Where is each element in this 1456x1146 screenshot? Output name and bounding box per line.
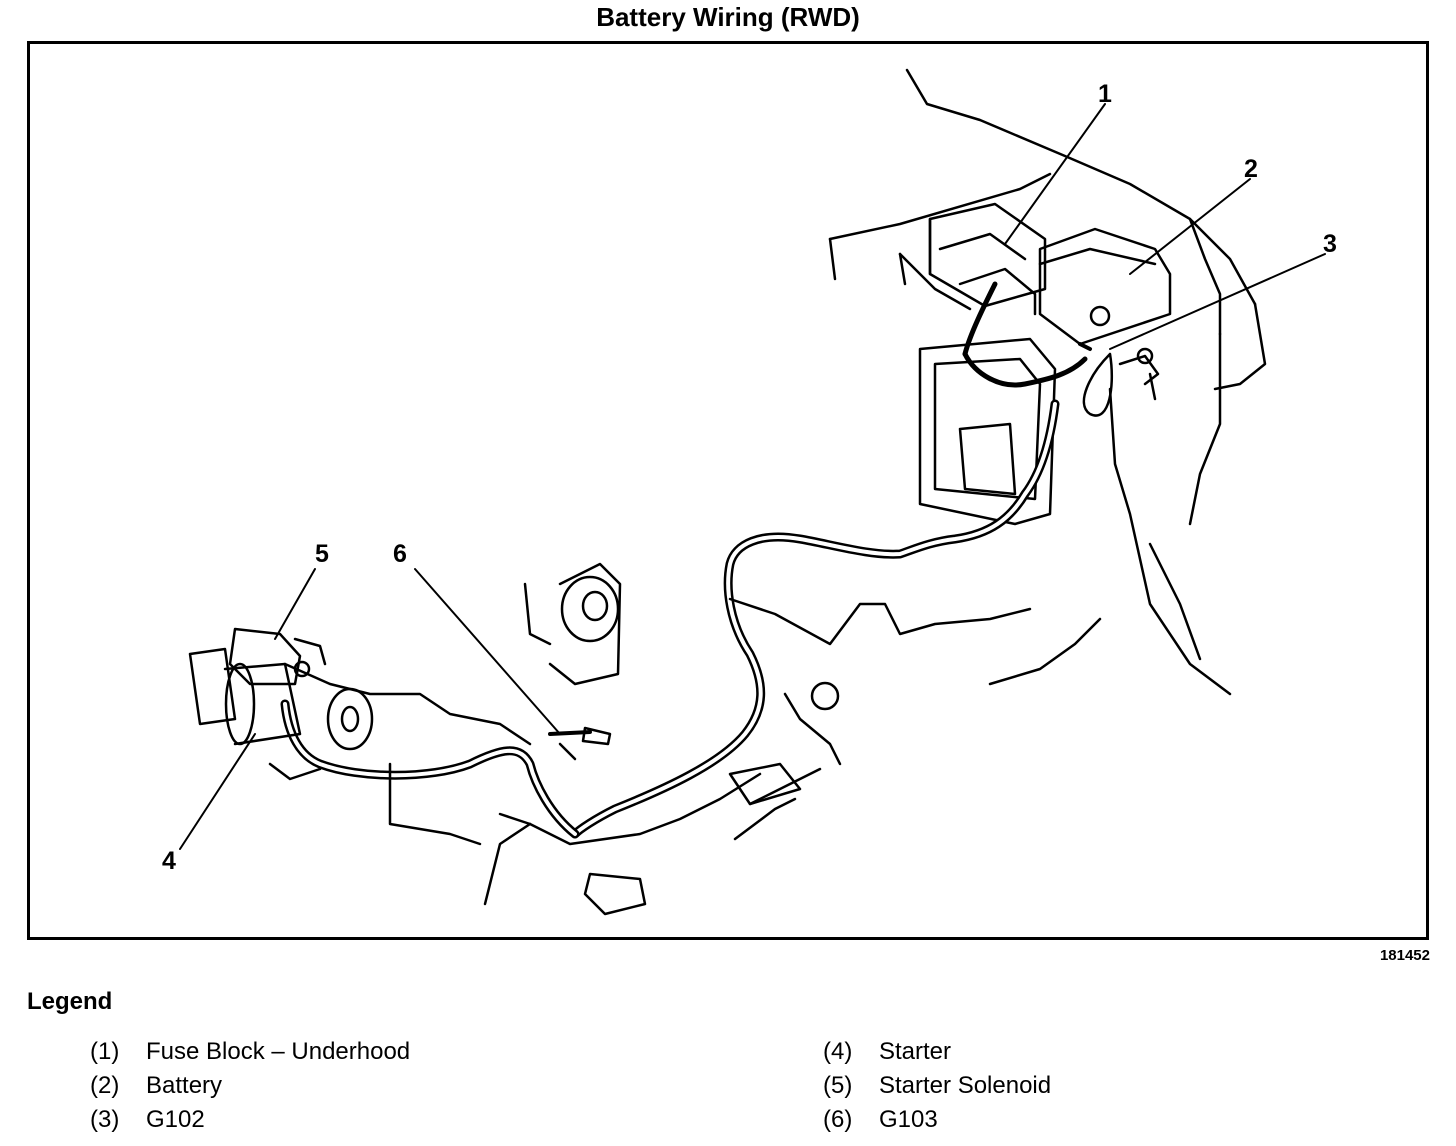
legend-item: (5) Starter Solenoid <box>823 1072 1051 1100</box>
legend-label: Starter <box>879 1038 952 1065</box>
callout-2: 2 <box>1244 155 1258 183</box>
legend-number: (3) <box>90 1106 120 1133</box>
ground-g102 <box>1078 342 1160 417</box>
starter-motor <box>188 647 532 781</box>
legend-label: Battery <box>146 1072 223 1099</box>
wiring-illustration: 1 2 3 4 5 6 <box>162 68 1337 916</box>
leader-5 <box>274 568 316 640</box>
legend-item: (2) Battery <box>90 1072 222 1100</box>
callout-leaders <box>179 103 1326 850</box>
engine-mount <box>523 562 622 686</box>
callout-6: 6 <box>393 540 407 568</box>
legend-label: Fuse Block – Underhood <box>146 1038 411 1065</box>
legend-number: (5) <box>823 1072 853 1099</box>
legend-item: (1) Fuse Block – Underhood <box>90 1038 410 1066</box>
callout-1: 1 <box>1098 80 1112 108</box>
body-contours <box>828 68 1267 696</box>
legend-number: (6) <box>823 1106 853 1133</box>
fuse-block-underhood <box>898 202 1047 316</box>
legend-number: (2) <box>90 1072 120 1099</box>
leader-3 <box>1109 253 1326 350</box>
leader-1 <box>1004 103 1106 245</box>
diagram-title: Battery Wiring (RWD) <box>596 2 860 32</box>
battery-cable <box>280 399 1060 839</box>
battery <box>918 227 1172 526</box>
leader-6 <box>414 568 561 735</box>
legend-label: Starter Solenoid <box>879 1072 1052 1099</box>
ground-g103 <box>548 726 612 761</box>
legend-item: (6) G103 <box>823 1106 938 1134</box>
callout-labels: 1 2 3 4 5 6 <box>162 80 1337 875</box>
leader-2 <box>1129 178 1251 275</box>
legend-number: (1) <box>90 1038 120 1065</box>
legend-label: G102 <box>146 1106 205 1133</box>
callout-3: 3 <box>1323 230 1337 258</box>
legend-number: (4) <box>823 1038 853 1065</box>
callout-5: 5 <box>315 540 329 568</box>
starter-solenoid <box>228 627 327 686</box>
callout-4: 4 <box>162 847 176 875</box>
diagram-frame: 1 2 3 4 5 6 <box>27 41 1429 940</box>
legend-item: (4) Starter <box>823 1038 951 1066</box>
figure-id: 181452 <box>1379 947 1430 964</box>
legend-heading: Legend <box>27 988 113 1015</box>
leader-4 <box>179 733 256 850</box>
legend-label: G103 <box>879 1106 938 1133</box>
legend-item: (3) G102 <box>90 1106 205 1134</box>
frame-rails <box>388 597 1032 916</box>
